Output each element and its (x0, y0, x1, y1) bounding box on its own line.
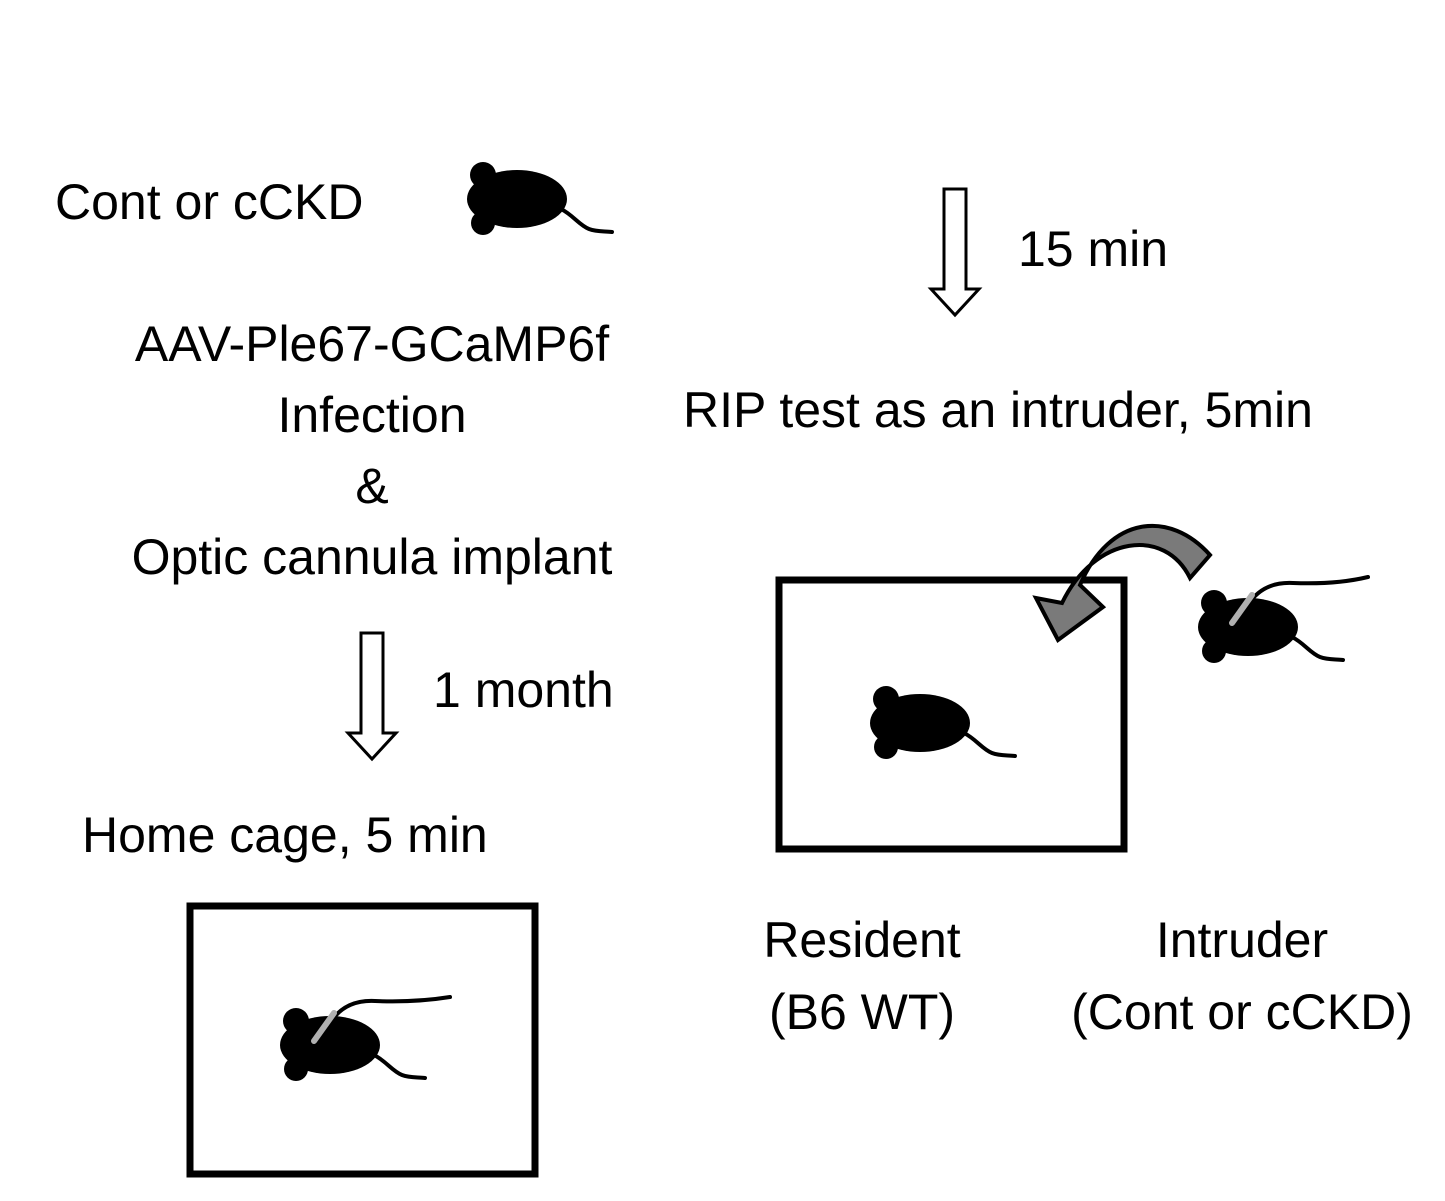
rip-test-label: RIP test as an intruder, 5min (683, 382, 1313, 438)
intruder-label-line2: (Cont or cCKD) (1071, 984, 1413, 1040)
resident-cage-box (775, 576, 1128, 853)
curved-transfer-arrow-icon (1032, 523, 1213, 643)
group-label: Cont or cCKD (55, 174, 363, 230)
virus-label-line3: & (355, 458, 388, 514)
home-cage-label: Home cage, 5 min (82, 807, 488, 863)
home-cage-box (186, 902, 539, 1178)
virus-label-line4: Optic cannula implant (132, 529, 613, 585)
mouse-with-optic-cannula-icon (278, 995, 452, 1083)
hollow-down-arrow-icon (929, 187, 981, 317)
resident-label-line2: (B6 WT) (769, 984, 955, 1040)
resident-mouse-icon (868, 684, 1017, 761)
interval-label-15-min: 15 min (1018, 221, 1168, 277)
mouse-icon (465, 160, 614, 237)
hollow-down-arrow-icon (346, 631, 398, 761)
interval-label-1-month: 1 month (433, 662, 614, 718)
virus-label-line1: AAV-Ple67-GCaMP6f (135, 316, 609, 372)
intruder-label-line1: Intruder (1156, 912, 1328, 968)
resident-label-line1: Resident (763, 912, 960, 968)
virus-label-line2: Infection (277, 387, 466, 443)
intruder-mouse-with-cannula-icon (1196, 575, 1370, 665)
